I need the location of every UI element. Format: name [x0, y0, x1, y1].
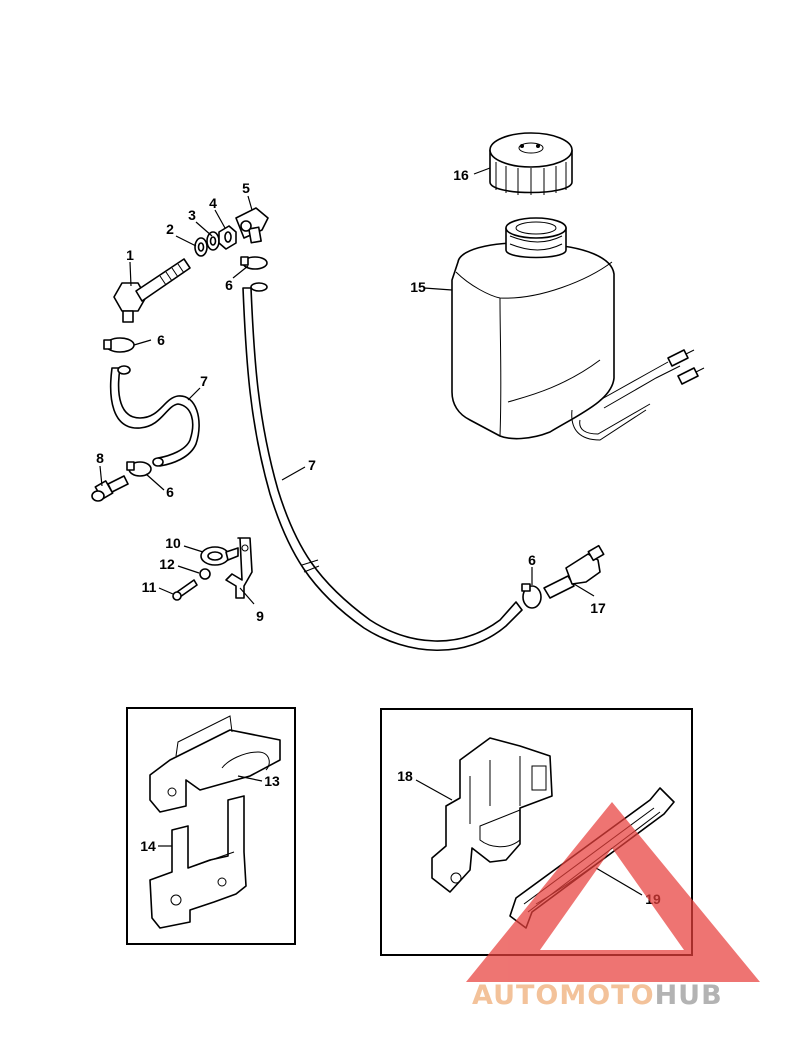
bracket-part-18	[431, 737, 553, 893]
washer-part-2	[194, 237, 208, 257]
bracket-part-14	[149, 795, 247, 929]
hose-clamp-upper-right	[240, 256, 268, 270]
bracket-part-9	[225, 537, 253, 599]
tank-cap-part-16	[489, 132, 573, 195]
fitting-part-8	[91, 475, 129, 502]
callout-2: 2	[166, 221, 174, 237]
callout-18: 18	[397, 768, 413, 784]
callout-6-upper-left: 6	[157, 332, 165, 348]
watermark-triangle-icon	[466, 802, 760, 982]
leader-lines	[99, 167, 643, 896]
hose-clamp-upper-left	[103, 337, 135, 353]
automotohub-watermark	[466, 802, 760, 982]
watermark-text: AUTOMOTOHUB	[472, 980, 723, 1011]
callout-7-short-hose: 7	[200, 373, 208, 389]
nut-part-4	[218, 225, 237, 250]
callout-13: 13	[264, 773, 280, 789]
washer-part-3	[206, 231, 220, 251]
banjo-bolt-part-1	[113, 258, 191, 323]
screw-part-11	[172, 579, 198, 601]
callout-3: 3	[188, 207, 196, 223]
oil-tank-part-15	[451, 217, 705, 441]
callout-8: 8	[96, 450, 104, 466]
callout-5: 5	[242, 180, 250, 196]
callout-14: 14	[140, 838, 156, 854]
short-hose-part-7	[109, 365, 200, 467]
callout-6-lower-left: 6	[166, 484, 174, 500]
callout-6-lower-right: 6	[528, 552, 536, 568]
callout-16: 16	[453, 167, 469, 183]
callout-10: 10	[165, 535, 181, 551]
callout-11: 11	[142, 579, 157, 595]
long-hose-part-7	[242, 282, 523, 651]
callout-17: 17	[590, 600, 606, 616]
callout-12: 12	[159, 556, 175, 572]
inset-box-left	[126, 707, 296, 945]
callout-4: 4	[209, 195, 217, 211]
washer-part-12	[199, 568, 211, 580]
callout-1: 1	[126, 247, 134, 263]
hose-clamp-lower-right	[521, 583, 542, 609]
clip-part-10	[200, 546, 239, 566]
hose-clamp-lower-left	[126, 461, 152, 477]
callout-7-long-hose: 7	[308, 457, 316, 473]
callout-6-upper-right: 6	[225, 277, 233, 293]
callout-15: 15	[410, 279, 426, 295]
fitting-part-17	[543, 544, 605, 599]
elbow-fitting-part-5	[235, 207, 269, 244]
bracket-part-13	[149, 715, 281, 813]
callout-9: 9	[256, 608, 264, 624]
